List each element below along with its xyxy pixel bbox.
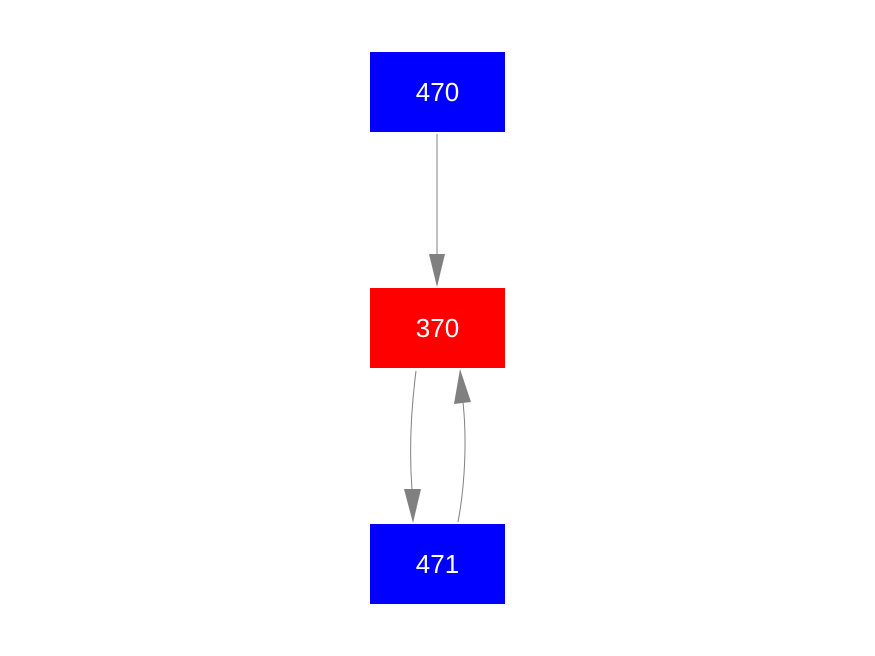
arrowhead-471-to-370: [454, 369, 471, 404]
edge-471-to-370: [457, 401, 466, 523]
node-471: 471: [370, 524, 505, 604]
node-370: 370: [370, 288, 505, 368]
node-470-label: 470: [415, 76, 460, 107]
node-471-label: 471: [415, 548, 460, 579]
edge-370-to-471: [410, 370, 417, 491]
arrowhead-370-to-471: [404, 489, 421, 523]
node-470: 470: [370, 52, 505, 132]
arrowhead-470-to-370: [429, 254, 445, 287]
node-370-label: 370: [415, 312, 460, 343]
